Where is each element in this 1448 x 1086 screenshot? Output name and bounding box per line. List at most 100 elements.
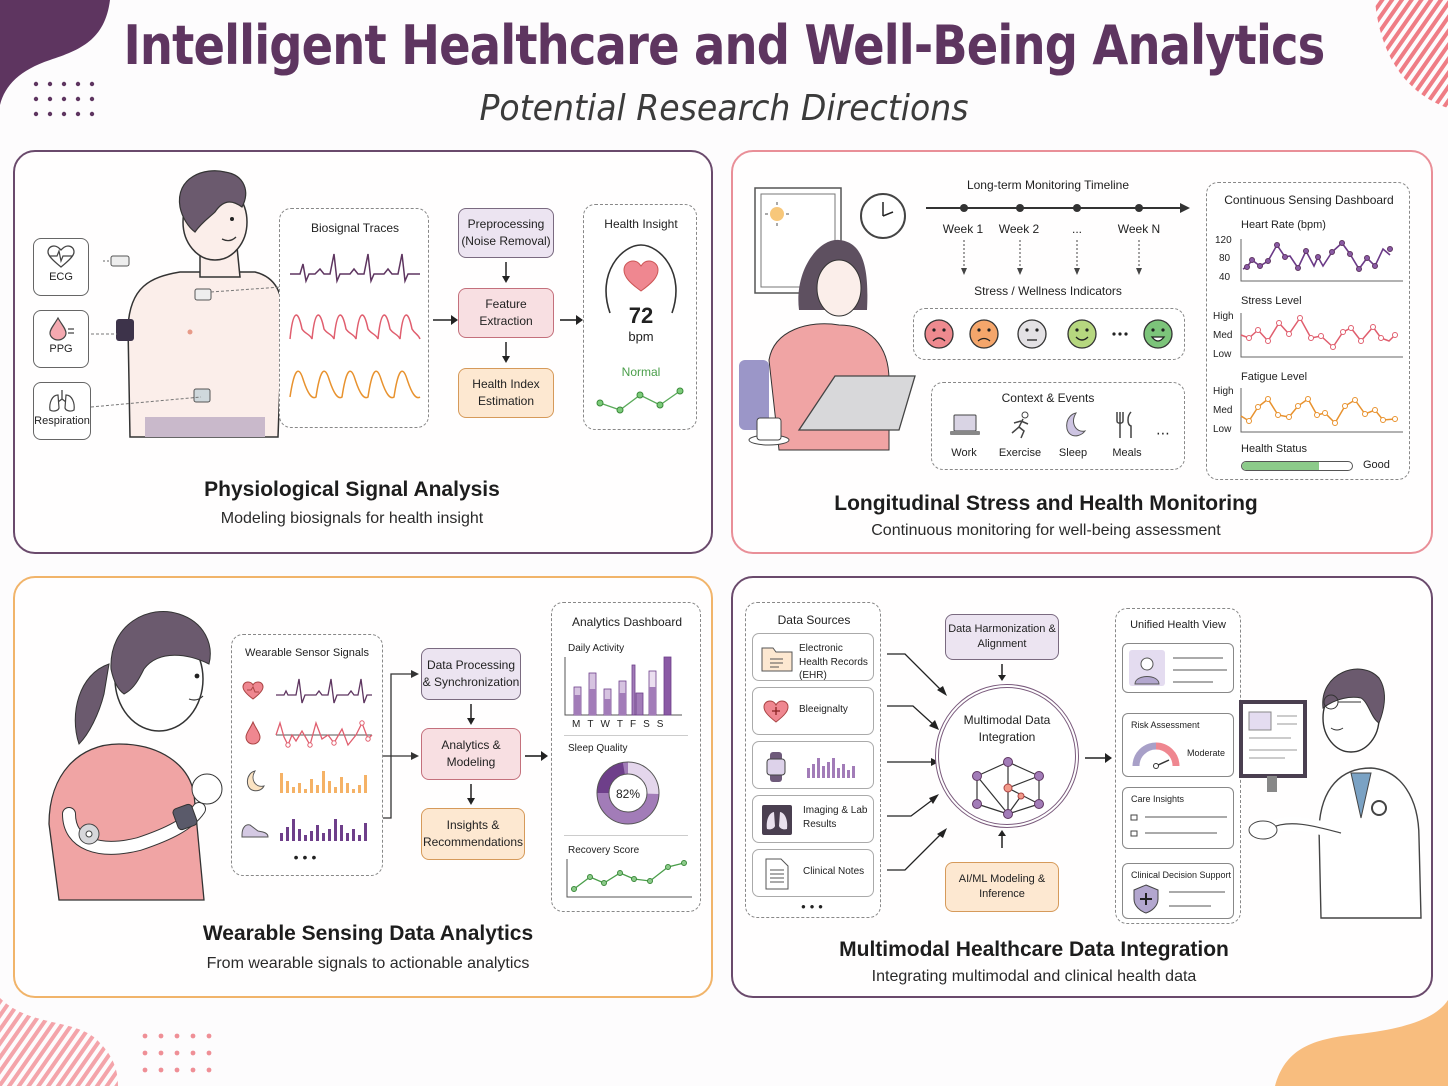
trend-sparkline bbox=[596, 387, 684, 414]
wearable-data-bars bbox=[807, 758, 855, 778]
timeline-title: Long-term Monitoring Timeline bbox=[966, 178, 1130, 192]
timeline-week-n: Week N bbox=[1117, 222, 1161, 236]
cds-text-lines bbox=[1169, 891, 1225, 907]
arrow-to-dashboard bbox=[525, 751, 548, 761]
respiration-trace bbox=[289, 370, 421, 399]
corner-blob-bottom-right bbox=[1275, 1000, 1448, 1086]
mood-faces-icons bbox=[924, 319, 1173, 349]
source-wearables bbox=[752, 741, 874, 789]
stress-level-line-chart bbox=[1240, 313, 1403, 358]
lungs-xray-icon bbox=[762, 805, 792, 835]
arrow-to-pipeline bbox=[433, 315, 458, 325]
health-status-value: Good bbox=[1363, 459, 1390, 471]
biosignal-traces-box: Biosignal Traces bbox=[279, 208, 429, 428]
arrow-up-modeling bbox=[998, 830, 1006, 848]
dot-grid-top-left bbox=[33, 81, 95, 117]
laptop-icon bbox=[950, 414, 980, 435]
ai-ml-modeling-step: AI/ML Modeling & Inference bbox=[945, 862, 1059, 912]
preprocessing-step: Preprocessing (Noise Removal) bbox=[458, 208, 554, 258]
ppg-signal bbox=[275, 720, 373, 748]
sensor-ecg: ECG bbox=[33, 238, 89, 296]
panel-title: Physiological Signal Analysis bbox=[204, 478, 500, 501]
arrow-down-harmonization bbox=[998, 664, 1006, 681]
arrow-to-unified-view bbox=[1085, 753, 1112, 763]
panel-title: Multimodal Healthcare Data Integration bbox=[839, 938, 1229, 961]
timeline-week-1: Week 1 bbox=[942, 222, 984, 236]
fatigue-level-line-chart bbox=[1240, 388, 1403, 433]
heart-icon bbox=[763, 700, 789, 723]
moon-sleep-icon bbox=[1066, 412, 1087, 437]
risk-gauge-icon bbox=[1132, 742, 1180, 769]
corner-stripes-bottom-left bbox=[0, 998, 118, 1086]
panel-subtitle: Continuous monitoring for well-being ass… bbox=[871, 522, 1221, 539]
man-with-sensors-illustration bbox=[116, 170, 284, 438]
arrow-down-2 bbox=[502, 342, 510, 363]
insights-recommendations-step: Insights & Recommendations bbox=[421, 808, 525, 860]
heart-ecg-icon bbox=[47, 245, 75, 268]
network-graph-icon bbox=[972, 757, 1044, 819]
running-icon bbox=[1011, 411, 1029, 439]
heart-rate-value: 72 bbox=[628, 303, 654, 328]
heart-gauge-icon bbox=[605, 244, 677, 314]
source-to-integration-arrows bbox=[887, 653, 947, 871]
unified-health-view: Unified Health View Risk Assessment Mode… bbox=[1115, 608, 1241, 924]
woman-at-laptop-illustration bbox=[739, 187, 916, 451]
panel-multimodal-integration: Data Sources Electronic Health Records (… bbox=[731, 576, 1433, 998]
ecg-electrode bbox=[103, 255, 130, 267]
panel-subtitle: From wearable signals to actionable anal… bbox=[206, 955, 530, 972]
analytics-dashboard: Analytics Dashboard Daily Activity MTWTF… bbox=[551, 602, 701, 912]
doctor-at-computer-illustration bbox=[1239, 668, 1422, 919]
page-subtitle: Potential Research Directions bbox=[479, 88, 969, 129]
page-title: Intelligent Healthcare and Well-Being An… bbox=[123, 14, 1326, 77]
panel-physiological-signal-analysis: ECG PPG Respiration Biosignal Traces Pre… bbox=[13, 150, 713, 554]
panel-subtitle: Modeling biosignals for health insight bbox=[220, 510, 484, 527]
care-insights-card: Care Insights bbox=[1122, 787, 1234, 849]
ppg-trace bbox=[289, 314, 421, 340]
corner-stripes-top-right bbox=[1375, 0, 1448, 108]
daily-activity-bar-chart bbox=[564, 656, 682, 716]
timeline-axis bbox=[926, 203, 1190, 213]
timeline-drop-arrows bbox=[961, 240, 1142, 275]
context-events-box: Context & Events ⋯ Work Exercise Sleep M… bbox=[931, 382, 1185, 470]
blood-drop-icon bbox=[49, 316, 74, 341]
data-sources-box: Data Sources Electronic Health Records (… bbox=[745, 602, 881, 918]
day-axis-labels: MTWTFSS bbox=[572, 719, 671, 730]
arrow-down-1 bbox=[502, 262, 510, 283]
ecg-trace bbox=[290, 253, 420, 284]
health-insight-box: Health Insight 72 bpm Normal bbox=[583, 204, 697, 430]
panel-subtitle: Integrating multimodal and clinical heal… bbox=[871, 968, 1197, 985]
steps-activity-bars bbox=[280, 819, 367, 841]
arrow-to-insight bbox=[560, 315, 583, 325]
fork-knife-meals-icon bbox=[1116, 411, 1132, 438]
panel-title: Wearable Sensing Data Analytics bbox=[202, 922, 534, 945]
panel-wearable-sensing: Wearable Sensor Signals ••• Data Process… bbox=[13, 576, 713, 998]
patient-avatar-icon bbox=[1129, 650, 1165, 686]
source-imaging-lab: Imaging & Lab Results bbox=[752, 795, 874, 843]
profile-text-lines bbox=[1173, 657, 1227, 683]
ecg-signal bbox=[276, 678, 372, 704]
clinical-decision-support-card: Clinical Decision Support bbox=[1122, 863, 1234, 919]
panel-title: Longitudinal Stress and Health Monitorin… bbox=[834, 492, 1258, 515]
document-notes-icon bbox=[765, 858, 789, 890]
feature-extraction-step: Feature Extraction bbox=[458, 288, 554, 338]
indicators-title: Stress / Wellness Indicators bbox=[974, 284, 1122, 298]
health-index-estimation-step: Health Index Estimation bbox=[458, 368, 554, 418]
wellness-indicators-box bbox=[913, 308, 1185, 360]
patient-profile-card bbox=[1122, 643, 1234, 693]
dot-grid-bottom-left bbox=[142, 1033, 212, 1073]
heart-rate-line-chart bbox=[1240, 239, 1403, 282]
panel-longitudinal-monitoring: Long-term Monitoring Timeline Week 1 Wee… bbox=[731, 150, 1433, 554]
wearable-sensor-signals-box: Wearable Sensor Signals ••• bbox=[231, 634, 383, 876]
data-harmonization-step: Data Harmonization & Alignment bbox=[945, 614, 1059, 660]
arrow-down-1 bbox=[467, 704, 475, 725]
data-processing-step: Data Processing & Synchronization bbox=[421, 648, 521, 700]
sleep-activity-bars bbox=[280, 771, 367, 793]
flow-connector-arrows bbox=[383, 670, 419, 819]
source-biosignals: Bleeignalty bbox=[752, 687, 874, 735]
heart-icon bbox=[242, 681, 264, 700]
timeline-week-2: Week 2 bbox=[998, 222, 1040, 236]
sensor-ppg: PPG bbox=[33, 310, 89, 368]
multimodal-integration-hub: Multimodal Data Integration bbox=[935, 684, 1079, 828]
health-status-bar bbox=[1241, 461, 1353, 471]
recovery-score-line-chart bbox=[566, 859, 692, 898]
